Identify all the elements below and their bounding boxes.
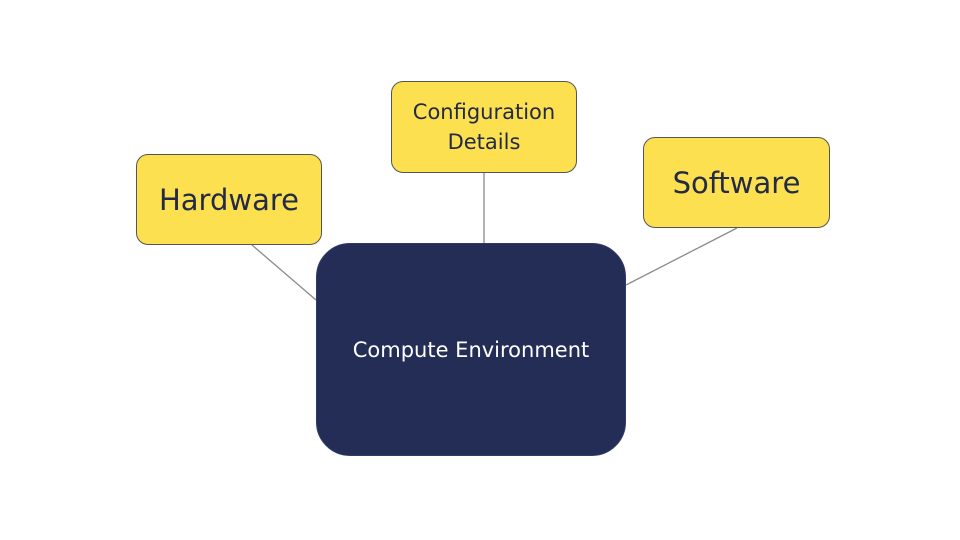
- software-label: Software: [672, 165, 801, 200]
- configuration-details-label: Configuration Details: [412, 99, 556, 154]
- connector-software: [625, 227, 738, 286]
- hardware-label: Hardware: [158, 182, 299, 217]
- configuration-details-node: Configuration Details: [391, 81, 577, 173]
- connector-hardware: [251, 244, 317, 301]
- hardware-node: Hardware: [136, 154, 322, 245]
- software-node: Software: [643, 137, 830, 228]
- compute-environment-node: Compute Environment: [316, 243, 626, 456]
- compute-environment-label: Compute Environment: [352, 337, 590, 362]
